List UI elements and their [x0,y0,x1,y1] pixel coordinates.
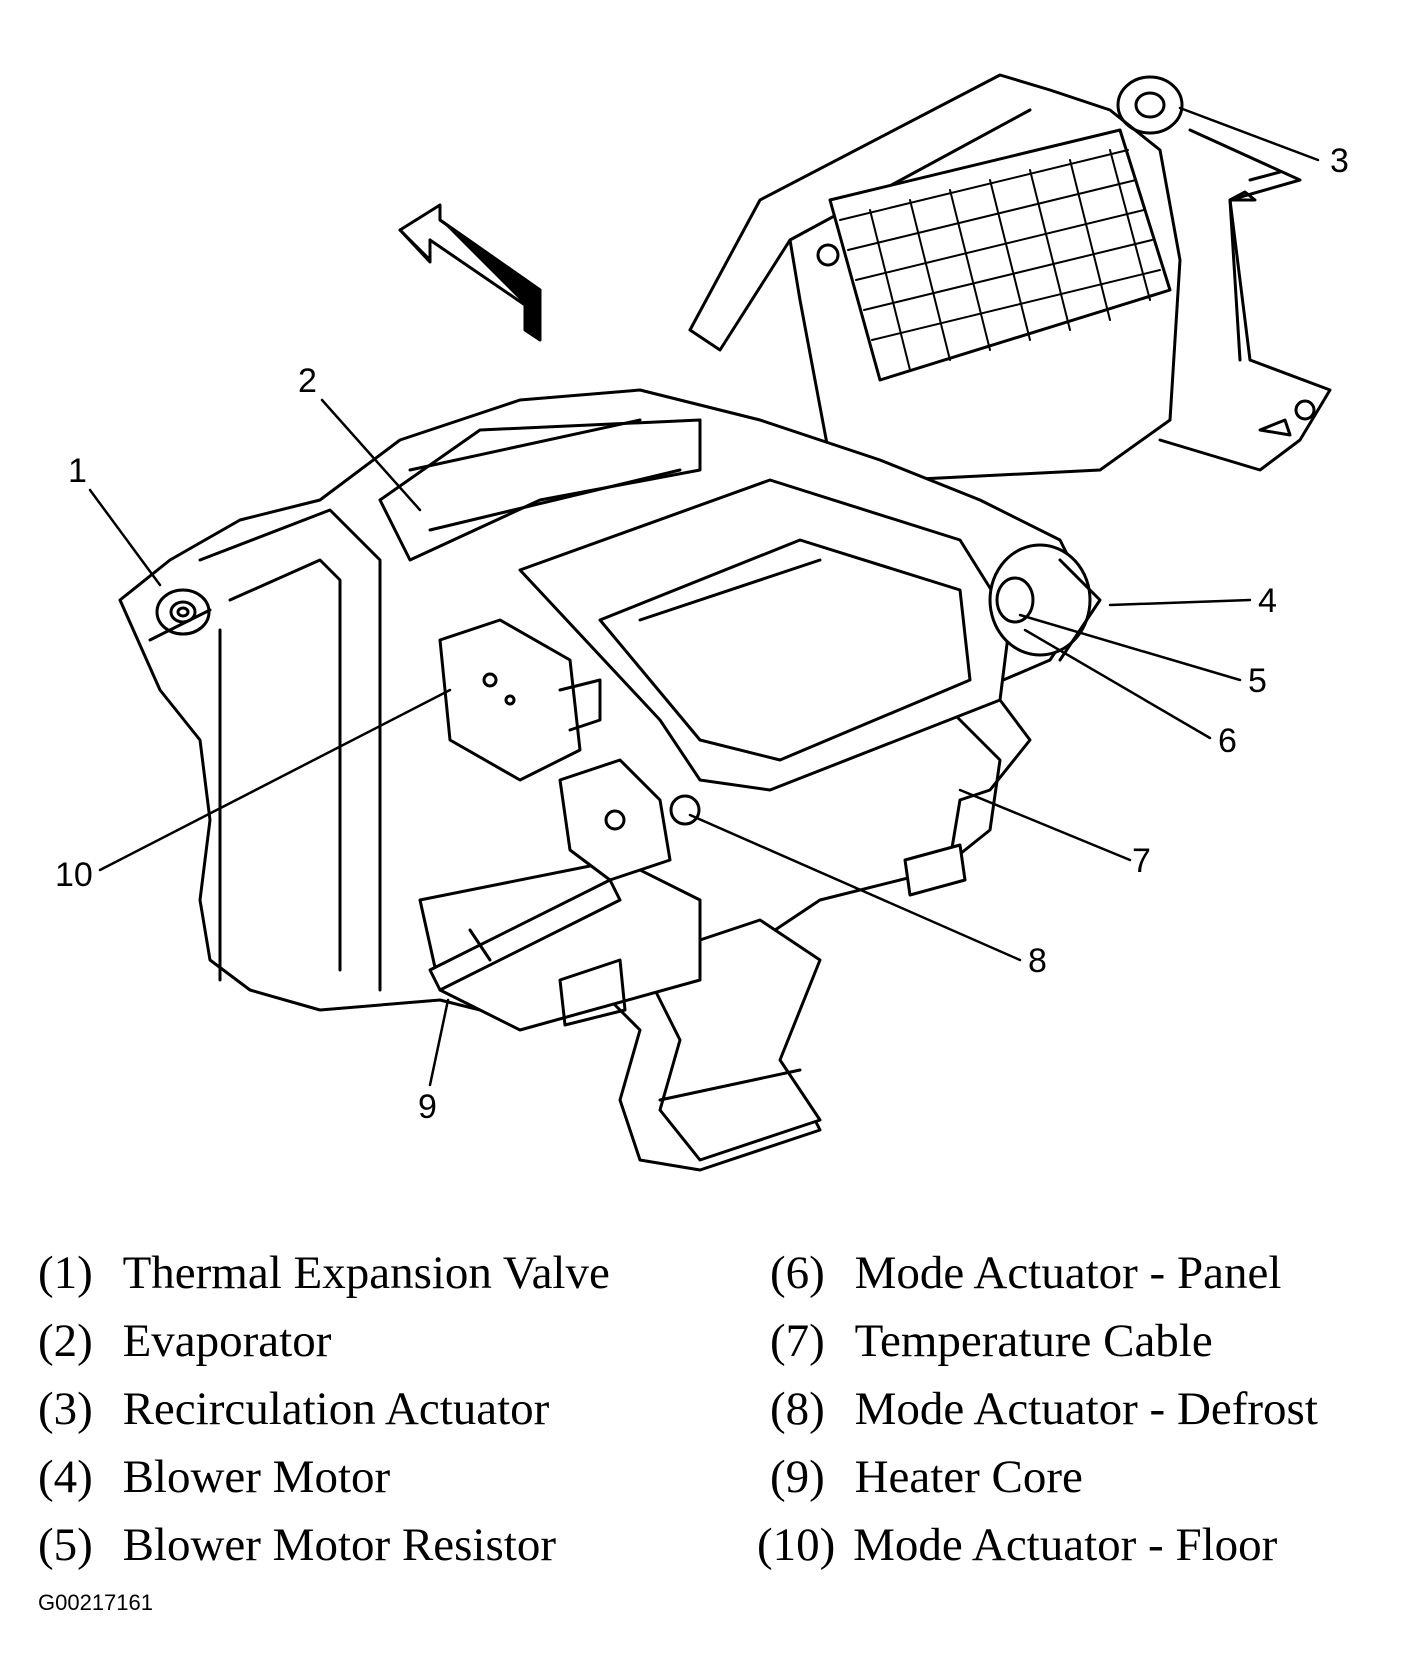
leader-line-7 [958,788,1132,862]
parts-legend: (1) Thermal Expansion Valve (2) Evaporat… [0,1230,1423,1570]
legend-label: Blower Motor Resistor [122,1519,556,1571]
mode-actuator-floor [438,618,602,782]
callout-number-5: 5 [1248,662,1267,700]
callout-number-9: 9 [418,1088,437,1126]
legend-number: (6) [770,1247,825,1299]
legend-number: (5) [38,1519,93,1571]
legend-label: Mode Actuator - Panel [854,1247,1282,1299]
leader-line-10 [98,688,452,872]
legend-label: Thermal Expansion Valve [122,1247,610,1299]
legend-item-4: (4) Blower Motor [38,1454,390,1501]
callout-number-6: 6 [1218,722,1237,760]
callout-number-1: 1 [68,452,87,490]
legend-label: Blower Motor [122,1451,391,1503]
legend-item-10: (10) Mode Actuator - Floor [757,1522,1277,1569]
callout-number-3: 3 [1330,142,1349,180]
legend-item-1: (1) Thermal Expansion Valve [38,1250,610,1297]
recirculation-filter-housing [688,73,1184,482]
leader-line-2 [320,398,422,512]
legend-number: (1) [38,1247,93,1299]
legend-number: (3) [38,1383,93,1435]
leader-line-8 [688,813,1022,962]
legend-number: (9) [770,1451,825,1503]
mode-actuator-defrost [558,758,701,882]
heater-core [428,878,622,992]
legend-item-6: (6) Mode Actuator - Panel [770,1250,1281,1297]
legend-number: (4) [38,1451,93,1503]
leader-line-6 [1023,628,1212,740]
leader-line-9 [428,998,450,1087]
legend-label: Mode Actuator - Defrost [854,1383,1318,1435]
legend-label: Temperature Cable [854,1315,1213,1367]
thermal-expansion-valve [148,588,212,642]
legend-number: (10) [757,1519,836,1571]
callout-number-2: 2 [298,362,317,400]
temperature-cable [903,698,1032,897]
mounting-bracket [1158,128,1332,472]
legend-item-9: (9) Heater Core [770,1454,1083,1501]
legend-number: (8) [770,1383,825,1435]
leader-line-4 [1108,598,1252,607]
legend-label: Evaporator [122,1315,332,1367]
legend-item-2: (2) Evaporator [38,1318,331,1365]
legend-label: Recirculation Actuator [122,1383,550,1435]
forward-direction-arrow-icon [398,203,542,342]
legend-item-5: (5) Blower Motor Resistor [38,1522,556,1569]
legend-item-3: (3) Recirculation Actuator [38,1386,549,1433]
callout-number-8: 8 [1028,942,1047,980]
legend-number: (2) [38,1315,93,1367]
leader-line-3 [1178,106,1320,162]
callout-number-7: 7 [1132,842,1151,880]
legend-item-7: (7) Temperature Cable [770,1318,1213,1365]
legend-label: Heater Core [854,1451,1083,1503]
figure-id: G00217161 [38,1590,153,1615]
legend-number: (7) [770,1315,825,1367]
leader-line-1 [88,488,162,587]
callout-number-10: 10 [55,856,93,894]
callout-number-4: 4 [1258,582,1277,620]
legend-label: Mode Actuator - Floor [853,1519,1278,1571]
leader-line-5 [1018,613,1242,682]
hvac-module-diagram: 1 2 3 4 5 6 7 8 9 10 [55,73,1349,1172]
legend-item-8: (8) Mode Actuator - Defrost [770,1386,1318,1433]
